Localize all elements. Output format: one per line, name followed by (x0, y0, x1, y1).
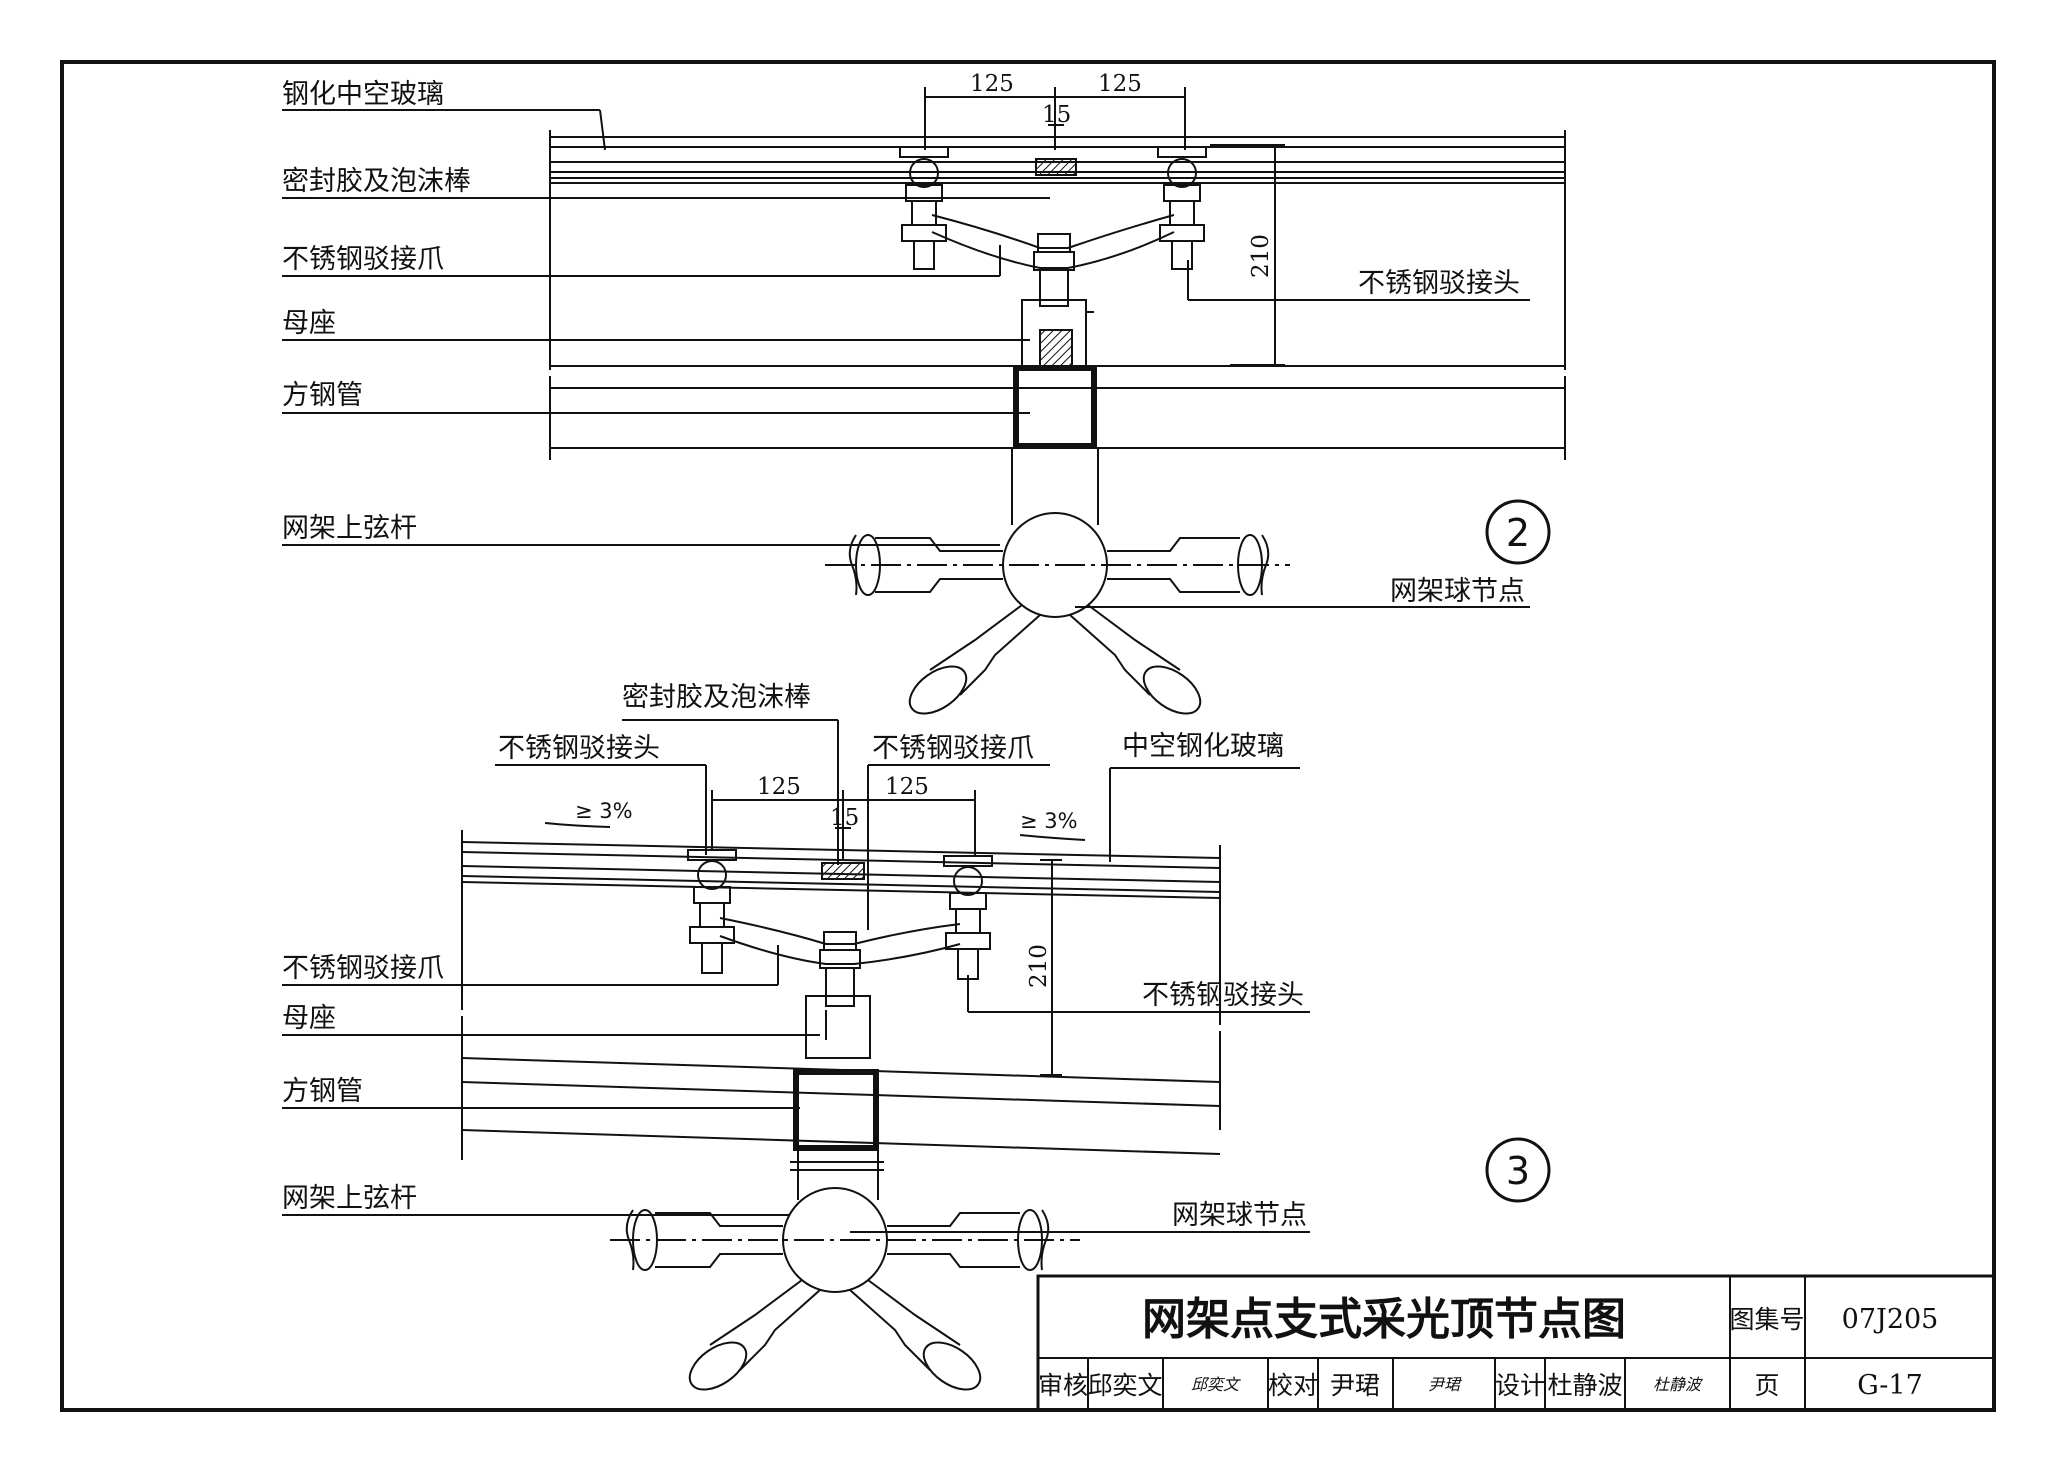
drawing-title: 网架点支式采光顶节点图 (1142, 1294, 1626, 1345)
dim-right: 125 (1098, 71, 1142, 97)
dim-height-3: 210 (1026, 944, 1052, 988)
label-sealant: 密封胶及泡沫棒 (282, 166, 471, 197)
title-block-text: 网架点支式采光顶节点图 图集号 07J205 审核 邱奕文 邱奕文 校对 尹珺 … (1038, 1294, 1938, 1401)
check-name: 尹珺 (1330, 1371, 1380, 1400)
check-signature: 尹珺 (1428, 1375, 1462, 1394)
dim-right-3: 125 (885, 774, 929, 800)
detail-2 (282, 87, 1566, 715)
label-ball-node: 网架球节点 (1390, 576, 1525, 607)
seat-3 (805, 995, 871, 1059)
dim-gap-3: 15 (830, 805, 859, 831)
sealant-block (1035, 158, 1077, 176)
design-label: 设计 (1495, 1371, 1545, 1400)
review-signature: 邱奕文 (1191, 1375, 1241, 1394)
detail-marker-2 (1485, 499, 1551, 565)
connector-left-3 (687, 849, 737, 974)
page-number: G-17 (1857, 1370, 1923, 1401)
label-glass: 钢化中空玻璃 (282, 79, 444, 110)
square-tube-3 (793, 1069, 879, 1151)
review-label: 审核 (1038, 1371, 1088, 1400)
connector-right-3 (943, 855, 993, 980)
dim-gap: 15 (1042, 102, 1071, 128)
label-sealant-3: 密封胶及泡沫棒 (622, 682, 811, 713)
design-signature: 杜静波 (1653, 1375, 1704, 1394)
sheet-frame (60, 60, 1996, 1412)
label-claw: 不锈钢驳接爪 (282, 244, 444, 275)
dim-height: 210 (1248, 234, 1274, 278)
label-claw-3: 不锈钢驳接爪 (282, 953, 444, 984)
detail-marker-3 (1485, 1137, 1551, 1203)
connector-left (899, 146, 949, 270)
design-name: 杜静波 (1547, 1371, 1622, 1400)
detail-3-labels: 密封胶及泡沫棒 不锈钢驳接头 不锈钢驳接爪 中空钢化玻璃 ≥ 3% ≥ 3% 1… (282, 682, 1551, 1231)
dim-left-3: 125 (757, 774, 801, 800)
detail-marker-2-number: 2 (1506, 511, 1530, 555)
check-label: 校对 (1268, 1371, 1318, 1400)
label-tube-3: 方钢管 (282, 1076, 363, 1107)
label-seat-3: 母座 (282, 1003, 336, 1034)
claw-arm (931, 214, 1175, 269)
atlas-label: 图集号 (1729, 1305, 1804, 1334)
label-connector: 不锈钢驳接头 (1358, 268, 1520, 299)
label-slope-left: ≥ 3% (575, 799, 633, 823)
detail-3 (282, 719, 1310, 1391)
review-name: 邱奕文 (1087, 1371, 1162, 1400)
label-chord-3: 网架上弦杆 (282, 1183, 417, 1214)
label-tube: 方钢管 (282, 380, 363, 411)
atlas-number: 07J205 (1842, 1304, 1939, 1335)
sealant-block-3 (821, 862, 865, 880)
connector-right (1157, 146, 1207, 270)
detail-marker-3-number: 3 (1506, 1149, 1530, 1193)
label-connector-3: 不锈钢驳接头 (1142, 980, 1304, 1011)
label-chord: 网架上弦杆 (282, 513, 417, 544)
title-block (1036, 1274, 1996, 1412)
page-label: 页 (1754, 1371, 1779, 1400)
glass-panel (550, 136, 1565, 184)
label-glass-3: 中空钢化玻璃 (1122, 731, 1284, 762)
label-ball-node-3: 网架球节点 (1172, 1200, 1307, 1231)
square-tube (1013, 365, 1097, 449)
label-seat: 母座 (282, 308, 336, 339)
label-slope-right: ≥ 3% (1020, 809, 1078, 833)
dim-left: 125 (970, 71, 1014, 97)
label-connector-top-3: 不锈钢驳接头 (498, 733, 660, 764)
detail-2-labels: 钢化中空玻璃 密封胶及泡沫棒 不锈钢驳接爪 母座 方钢管 网架上弦杆 不锈钢驳接… (282, 71, 1551, 607)
label-claw-top-3: 不锈钢驳接爪 (872, 733, 1034, 764)
